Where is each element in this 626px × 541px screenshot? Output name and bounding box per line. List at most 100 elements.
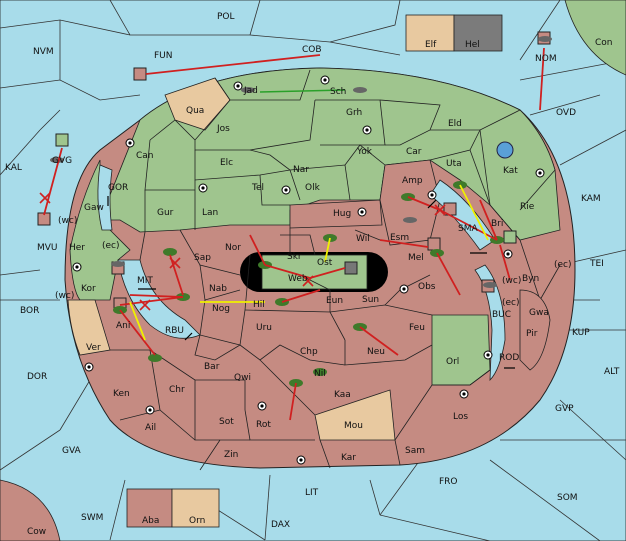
region-amp-esm[interactable]: [379, 159, 441, 246]
region-label: Qwi: [234, 373, 251, 383]
region-label: Esm: [390, 233, 409, 243]
region-label: (ec): [502, 298, 520, 308]
region-label: Hel: [465, 40, 480, 50]
region-label: Kaa: [334, 390, 351, 400]
region-label: (wc): [58, 216, 77, 226]
region-label: SWM: [81, 513, 103, 523]
region-pir[interactable]: [519, 289, 551, 371]
region-label: Kar: [341, 453, 356, 463]
region-label: (ec): [102, 241, 120, 251]
region-label: Aba: [142, 516, 159, 526]
fleet-icon: [111, 261, 125, 267]
region-label: Olk: [305, 183, 321, 193]
region-ver[interactable]: [67, 299, 111, 356]
region-label: KUP: [572, 328, 590, 338]
region-hug[interactable]: [289, 199, 383, 229]
region-label: Grh: [346, 108, 362, 118]
region-label: RBU: [165, 326, 184, 336]
region-label: Con: [595, 38, 613, 48]
region-label: ALT: [604, 367, 620, 377]
region-label: Sot: [219, 417, 234, 427]
fleet-icon: [403, 217, 417, 223]
region-hel[interactable]: [453, 14, 503, 52]
army-icon: [313, 368, 327, 376]
region-label: Feu: [409, 323, 425, 333]
region-label: Skr: [287, 252, 302, 262]
region-label: Amp: [402, 176, 423, 186]
region-label: Cow: [27, 527, 46, 537]
region-label: Bri: [491, 219, 503, 229]
region-label: Uta: [446, 159, 462, 169]
region-orn[interactable]: [171, 488, 220, 528]
region-label: Hug: [333, 209, 351, 219]
army-icon: [503, 230, 517, 244]
army-icon: [133, 67, 147, 81]
region-label: Nar: [293, 165, 309, 175]
region-qua[interactable]: [164, 77, 231, 131]
region-label: Nil: [314, 369, 326, 379]
region-label: Los: [453, 412, 468, 422]
region-label: NVM: [33, 47, 54, 57]
region-label: Byn: [522, 274, 539, 284]
support-orders: [129, 184, 489, 341]
region-label: GVG: [52, 156, 72, 166]
region-label: Orn: [189, 516, 205, 526]
region-label: Orl: [446, 357, 459, 367]
region-label: LIT: [305, 488, 319, 498]
region-label: FRO: [439, 477, 458, 487]
region-label: Gaw: [84, 203, 104, 213]
region-label: Rie: [520, 202, 535, 212]
region-aba[interactable]: [126, 488, 173, 528]
region-label: FUN: [154, 51, 173, 61]
region-label: Ken: [113, 389, 130, 399]
move-orders: [43, 47, 545, 421]
fleet-icon: [483, 282, 497, 288]
region-label: Nab: [209, 284, 227, 294]
fleet-icon: [241, 87, 255, 93]
fleet-icon: [353, 87, 367, 93]
region-label: GOR: [108, 183, 128, 193]
region-label: BUC: [492, 310, 511, 320]
region-label: SMA: [458, 224, 478, 234]
army-icon: [427, 237, 441, 251]
army-icon: [148, 354, 162, 362]
region-kat-rie[interactable]: [479, 109, 561, 241]
fleet-icon: [50, 157, 64, 163]
region-label: Rot: [256, 420, 271, 430]
region-label: Ost: [317, 258, 333, 268]
region-orl[interactable]: [431, 314, 491, 386]
region-label: Ani: [116, 321, 130, 331]
region-label: Kor: [81, 284, 96, 294]
region-label: GVP: [555, 404, 574, 414]
region-label: Kat: [503, 166, 518, 176]
region-label: KAM: [581, 194, 601, 204]
region-label: Eun: [326, 296, 343, 306]
sea-gor[interactable]: [97, 164, 113, 231]
region-label: Sun: [362, 295, 379, 305]
region-label: (wc): [502, 276, 521, 286]
region-label: Chp: [300, 347, 318, 357]
region-label: Nor: [225, 243, 241, 253]
region-label: Car: [406, 147, 422, 157]
region-label: Yok: [356, 147, 373, 157]
region-label: Ail: [145, 423, 156, 433]
supply-centers: [72, 75, 545, 465]
fleet-icon: [496, 141, 514, 159]
region-label: Sam: [405, 446, 425, 456]
region-label: DOR: [27, 372, 47, 382]
region-label: Sch: [330, 87, 346, 97]
region-label: Mel: [408, 253, 424, 263]
sea-sma[interactable]: [429, 179, 496, 251]
region-label: Mou: [344, 421, 363, 431]
region-label: Chr: [169, 385, 185, 395]
region-label: Uru: [256, 323, 272, 333]
region-label: Jos: [216, 124, 230, 134]
region-label: POL: [217, 12, 235, 22]
region-label: (ec): [554, 260, 572, 270]
region-label: Ver: [86, 343, 101, 353]
region-elf[interactable]: [405, 14, 455, 52]
region-label: BOR: [20, 306, 39, 316]
coast-links: [107, 196, 515, 369]
